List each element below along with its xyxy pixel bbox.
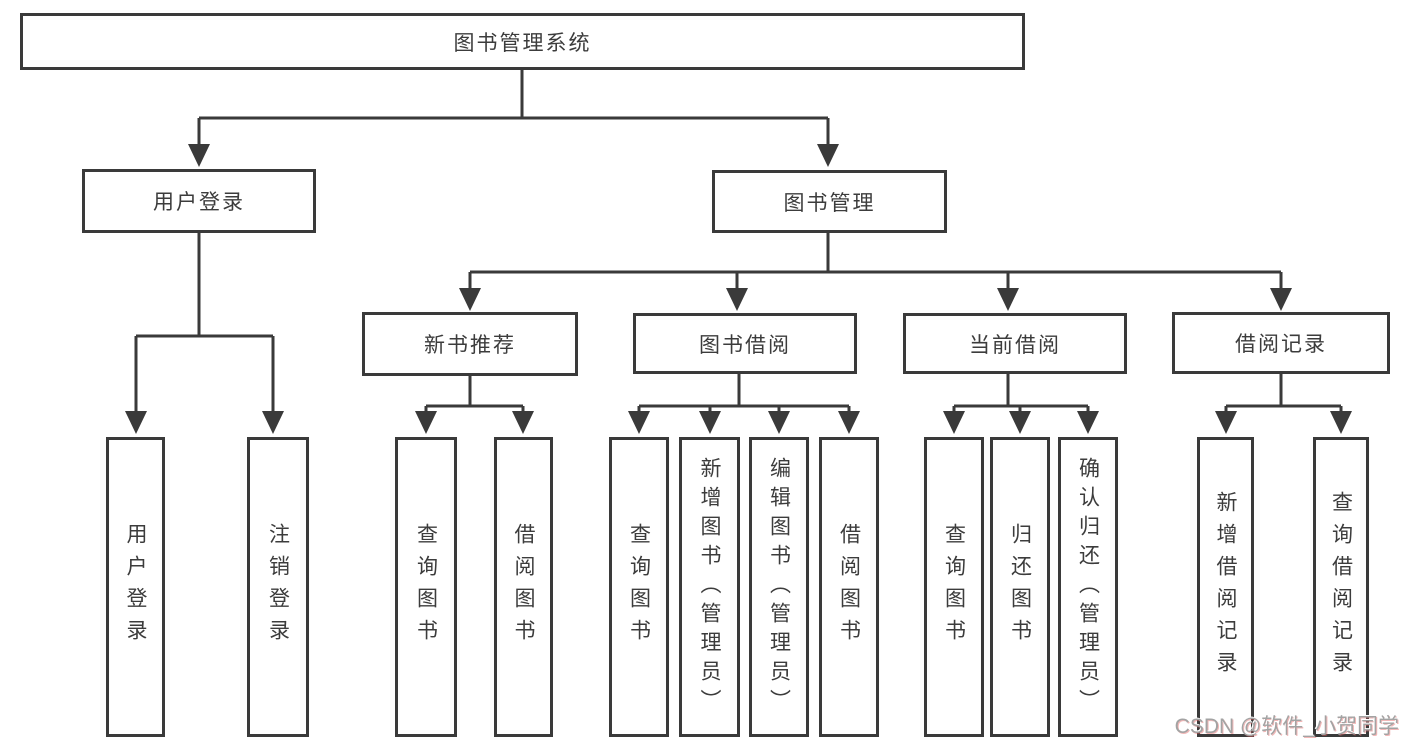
- leaf-borrow-books-recommend-label: 借阅图书: [512, 523, 535, 651]
- leaf-logout: 注销登录: [247, 437, 309, 737]
- node-root: 图书管理系统: [20, 13, 1025, 70]
- node-new-book-recommend: 新书推荐: [362, 312, 578, 376]
- leaf-return-books-label: 归还图书: [1008, 523, 1032, 651]
- leaf-add-borrow-record-label: 新增借阅记录: [1214, 491, 1237, 683]
- node-book-borrowing-label: 图书借阅: [699, 333, 791, 357]
- leaf-return-books: 归还图书: [990, 437, 1050, 737]
- leaf-query-books-recommend-label: 查询图书: [414, 523, 438, 651]
- connector-user-login-to-leaves: [125, 233, 284, 434]
- leaf-query-books-borrowing-label: 查询图书: [627, 523, 651, 651]
- leaf-query-books-current-label: 查询图书: [942, 523, 966, 651]
- leaf-borrow-books: 借阅图书: [819, 437, 879, 737]
- node-user-login-label: 用户登录: [153, 191, 245, 214]
- node-current-borrowing-label: 当前借阅: [969, 333, 1061, 357]
- leaf-user-login-label: 用户登录: [124, 523, 147, 651]
- connector-new-book-recommend-to-leaves: [415, 376, 534, 434]
- leaf-borrow-books-label: 借阅图书: [837, 523, 861, 651]
- leaf-edit-books-admin: 编辑图书（管理员）: [749, 437, 809, 737]
- csdn-watermark: CSDN @软件_小贺同学: [1174, 715, 1399, 738]
- leaf-user-login: 用户登录: [106, 437, 165, 737]
- leaf-add-borrow-record: 新增借阅记录: [1197, 437, 1254, 737]
- leaf-edit-books-admin-label: 编辑图书（管理员）: [767, 456, 791, 718]
- leaf-add-books-admin: 新增图书（管理员）: [679, 437, 740, 737]
- connector-book-management-to-level3: [459, 233, 1292, 311]
- node-book-management: 图书管理: [712, 170, 947, 233]
- node-new-book-recommend-label: 新书推荐: [424, 334, 516, 357]
- leaf-add-books-admin-label: 新增图书（管理员）: [698, 456, 721, 718]
- leaf-confirm-return-admin: 确认归还（管理员）: [1058, 437, 1118, 737]
- node-current-borrowing: 当前借阅: [903, 313, 1127, 374]
- leaf-query-books-current: 查询图书: [924, 437, 984, 737]
- leaf-query-books-recommend: 查询图书: [395, 437, 457, 737]
- leaf-borrow-books-recommend: 借阅图书: [494, 437, 553, 737]
- node-borrowing-records: 借阅记录: [1172, 312, 1390, 374]
- leaf-query-books-borrowing: 查询图书: [609, 437, 669, 737]
- node-root-label: 图书管理系统: [453, 31, 592, 55]
- node-book-borrowing: 图书借阅: [633, 313, 857, 374]
- leaf-logout-label: 注销登录: [266, 523, 290, 651]
- leaf-confirm-return-admin-label: 确认归还（管理员）: [1076, 456, 1100, 718]
- node-user-login: 用户登录: [82, 169, 316, 233]
- leaf-query-borrow-record: 查询借阅记录: [1313, 437, 1369, 737]
- connector-root-to-level2: [188, 70, 839, 167]
- node-borrowing-records-label: 借阅记录: [1235, 333, 1327, 356]
- node-book-management-label: 图书管理: [783, 191, 876, 215]
- connector-borrowing-records-to-leaves: [1215, 374, 1352, 434]
- connector-current-borrowing-to-leaves: [943, 374, 1099, 434]
- leaf-query-borrow-record-label: 查询借阅记录: [1329, 491, 1353, 683]
- connector-book-borrowing-to-leaves: [628, 374, 860, 434]
